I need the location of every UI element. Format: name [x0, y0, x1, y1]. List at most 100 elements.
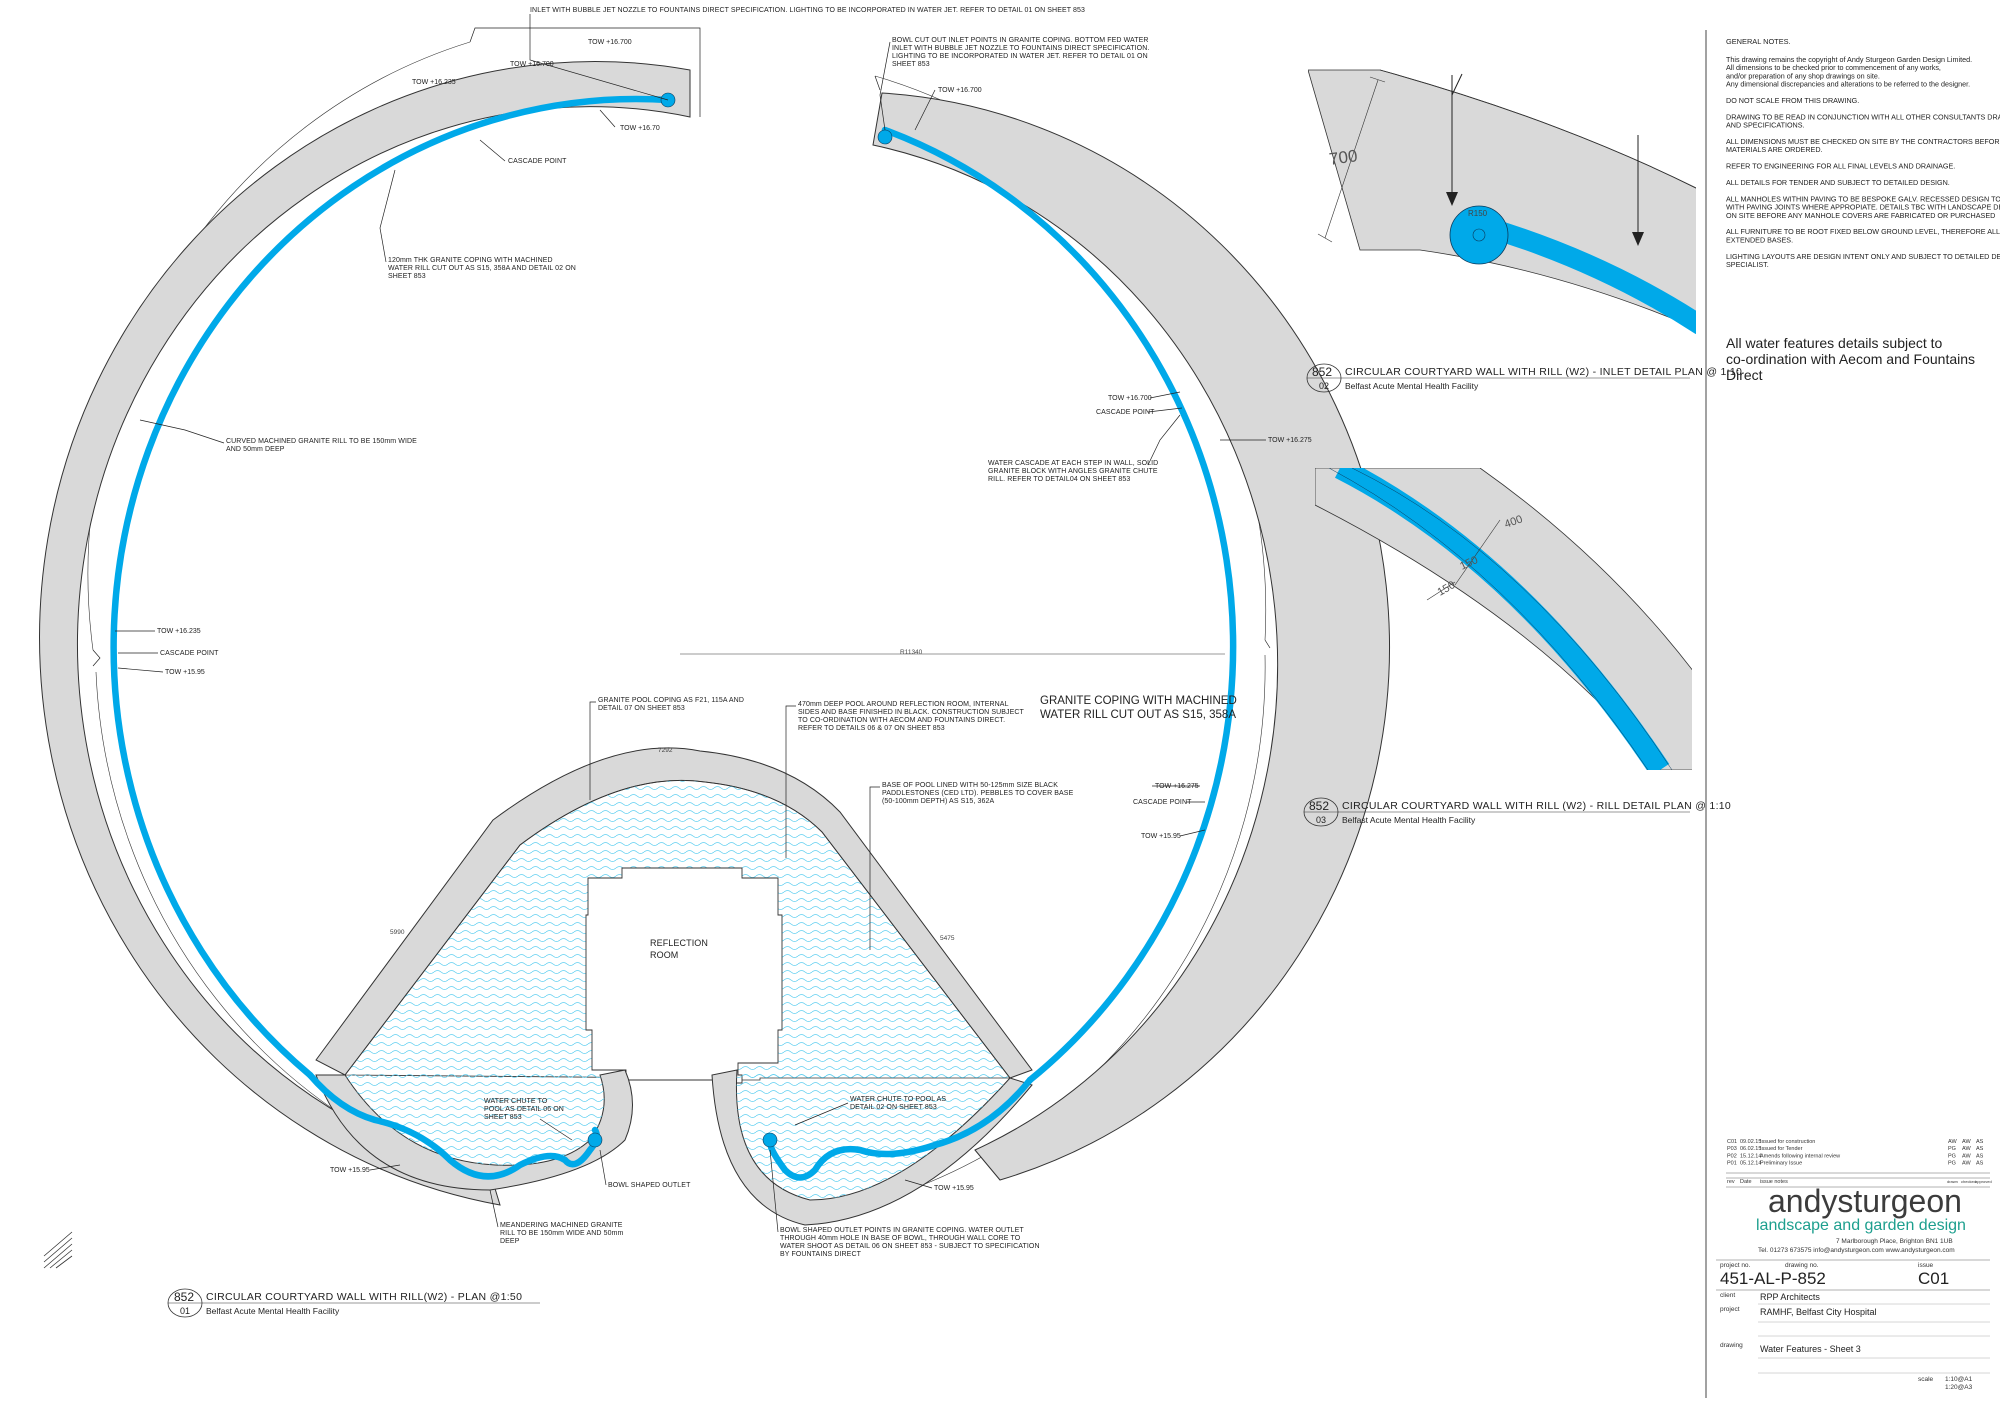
svg-text:SHEET 853: SHEET 853 — [388, 273, 426, 280]
svg-text:RILL. REFER TO DETAIL04 ON SHE: RILL. REFER TO DETAIL04 ON SHEET 853 — [988, 476, 1130, 483]
annotation-meander: MEANDERING MACHINED GRANITE RILL TO BE 1… — [489, 1189, 623, 1245]
revision-cell-rev: P02 — [1727, 1153, 1737, 1159]
svg-text:MEANDERING MACHINED GRANITE: MEANDERING MACHINED GRANITE — [500, 1222, 623, 1229]
svg-text:TO CO-ORDINATION WITH AECOM AN: TO CO-ORDINATION WITH AECOM AND FOUNTAIN… — [798, 717, 1005, 724]
svg-text:DEEP: DEEP — [500, 1238, 520, 1245]
annotation-granite-coping-large: GRANITE COPING WITH MACHINED WATER RILL … — [1040, 695, 1237, 721]
level-tow-1595-bottom-right: TOW +15.95 — [934, 1185, 974, 1192]
svg-text:BY FOUNTAINS DIRECT: BY FOUNTAINS DIRECT — [780, 1251, 862, 1258]
outlet-bowl-right — [762, 1132, 778, 1148]
svg-text:WATER CHUTE TO: WATER CHUTE TO — [484, 1098, 548, 1105]
annotation-top-right-inlet: BOWL CUT OUT INLET POINTS IN GRANITE COP… — [879, 37, 1149, 131]
general-note-line: ALL MANHOLES WITHIN PAVING TO BE BESPOKE… — [1726, 194, 2000, 203]
svg-text:WATER RILL CUT OUT AS S15, 358: WATER RILL CUT OUT AS S15, 358A — [1040, 709, 1236, 721]
svg-text:BASE OF POOL LINED WITH 50-125: BASE OF POOL LINED WITH 50-125mm SIZE BL… — [882, 782, 1058, 789]
general-note-line: AND SPECIFICATIONS. — [1726, 121, 1805, 130]
dim-r11340: R11340 — [900, 649, 923, 656]
rill-title-number: 852 — [1309, 799, 1329, 813]
plan-title-number: 852 — [174, 1290, 194, 1304]
svg-text:470mm DEEP POOL AROUND REFLECT: 470mm DEEP POOL AROUND REFLECTION ROOM, … — [798, 701, 1009, 708]
revision-cell-chk: AW — [1962, 1161, 1971, 1167]
dim-5990: 5990 — [390, 929, 405, 936]
level-tow-16235-top: TOW +16.235 — [412, 79, 456, 86]
revision-cell-rev: C01 — [1727, 1139, 1737, 1145]
plan-title-subtitle: Belfast Acute Mental Health Facility — [206, 1306, 340, 1316]
revision-cell-chk: AW — [1962, 1153, 1971, 1159]
rev-header-app: approved — [1975, 1179, 1992, 1184]
general-note-line: and/or preparation of any shop drawings … — [1726, 71, 1880, 80]
rill-detail-title: 852 03 CIRCULAR COURTYARD WALL WITH RILL… — [1303, 797, 1731, 827]
svg-text:LIGHTING TO BE INCORPORATED IN: LIGHTING TO BE INCORPORATED IN WATER JET… — [892, 53, 1148, 60]
general-notes: GENERAL NOTES. This drawing remains the … — [1726, 37, 2000, 269]
level-tow-1670: TOW +16.70 — [620, 125, 660, 132]
annotation-bowl-points: BOWL SHAPED OUTLET POINTS IN GRANITE COP… — [769, 1149, 1040, 1258]
revision-cell-notes: Issued for Tender — [1760, 1146, 1803, 1152]
dim-5475: 5475 — [940, 935, 955, 942]
annotation-coping-120: 120mm THK GRANITE COPING WITH MACHINED W… — [379, 169, 576, 280]
svg-text:SHEET 853: SHEET 853 — [484, 1114, 522, 1121]
revision-cell-chk: AW — [1962, 1146, 1971, 1152]
svg-text:CURVED MACHINED GRANITE RILL T: CURVED MACHINED GRANITE RILL TO BE 150mm… — [226, 438, 417, 445]
outlet-bowl-left — [587, 1132, 603, 1148]
inlet-bowl-right — [877, 129, 893, 145]
level-tow-16700-b: TOW +16.700 — [510, 61, 554, 68]
general-note-line: DRAWING TO BE READ IN CONJUNCTION WITH A… — [1726, 112, 2000, 121]
revision-cell-date: 06.02.15 — [1740, 1146, 1761, 1152]
svg-text:INLET WITH BUBBLE JET NOZZLE T: INLET WITH BUBBLE JET NOZZLE TO FOUNTAIN… — [530, 7, 1085, 14]
drawing-label: drawing — [1720, 1342, 1743, 1349]
svg-text:POOL AS DETAIL 06 ON: POOL AS DETAIL 06 ON — [484, 1106, 564, 1113]
dim-400: 400 — [1503, 513, 1524, 531]
company-contact: Tel. 01273 673575 info@andysturgeon.com … — [1758, 1247, 1955, 1254]
plan-title: 852 01 CIRCULAR COURTYARD WALL WITH RILL… — [167, 1288, 540, 1318]
rev-header-rev: rev — [1727, 1179, 1735, 1185]
statement-line-3: Direct — [1726, 367, 1763, 383]
annotation-cascade: WATER CASCADE AT EACH STEP IN WALL, SOLI… — [988, 414, 1181, 483]
revision-cell-app: AS — [1976, 1139, 1984, 1145]
statement-line-1: All water features details subject to — [1726, 335, 1943, 351]
rev-header-chk: checked — [1961, 1179, 1976, 1184]
inlet-bowl-detail — [1449, 205, 1509, 265]
level-tow-1595-lower-right: TOW +15.95 — [1141, 833, 1181, 840]
general-note-line: Any dimensional discrepancies and altera… — [1726, 80, 1970, 89]
revision-cell-date: 09.02.15 — [1740, 1139, 1761, 1145]
svg-text:WATER SHOOT AS DETAIL 06 ON SH: WATER SHOOT AS DETAIL 06 ON SHEET 853 - … — [780, 1243, 1040, 1250]
level-tow-16235-left: TOW +16.235 — [157, 628, 201, 635]
project-value: RAMHF, Belfast City Hospital — [1760, 1307, 1877, 1317]
svg-text:REFER TO DETAILS 06 & 07 ON SH: REFER TO DETAILS 06 & 07 ON SHEET 853 — [798, 725, 945, 732]
general-notes-lines: This drawing remains the copyright of An… — [1726, 55, 2000, 269]
plan-title-text: CIRCULAR COURTYARD WALL WITH RILL(W2) - … — [206, 1291, 522, 1303]
svg-text:INLET WITH BUBBLE JET NOZZLE T: INLET WITH BUBBLE JET NOZZLE TO FOUNTAIN… — [892, 45, 1149, 52]
dim-7292: 7292 — [658, 747, 673, 754]
inlet-detail: 700 R150 — [1308, 69, 1696, 335]
svg-text:WATER CHUTE TO POOL AS: WATER CHUTE TO POOL AS — [850, 1096, 946, 1103]
issue-label: issue — [1918, 1262, 1934, 1269]
svg-text:120mm THK GRANITE COPING WITH: 120mm THK GRANITE COPING WITH MACHINED — [388, 257, 553, 264]
rev-header-date: Date — [1740, 1179, 1752, 1185]
coordination-statement: All water features details subject to co… — [1726, 335, 1975, 383]
revision-cell-date: 15.12.14 — [1740, 1153, 1761, 1159]
project-no-label: project no. — [1720, 1262, 1751, 1269]
client-value: RPP Architects — [1760, 1292, 1820, 1302]
revision-cell-date: 05.12.14 — [1740, 1161, 1761, 1167]
water-rill — [110, 92, 1237, 1181]
general-note-line: ALL DIMENSIONS MUST BE CHECKED ON SITE B… — [1726, 137, 2000, 146]
annotation-chute-left: WATER CHUTE TO POOL AS DETAIL 06 ON SHEE… — [484, 1098, 573, 1141]
logo-tagline: landscape and garden design — [1756, 1217, 1966, 1234]
annotation-bowl-outlet: BOWL SHAPED OUTLET — [608, 1182, 691, 1189]
level-tow-16275-right: TOW +16.275 — [1268, 437, 1312, 444]
svg-text:PADDLESTONES (CED LTD). PEBBLE: PADDLESTONES (CED LTD). PEBBLES TO COVER… — [882, 790, 1074, 797]
svg-text:WATER RILL CUT OUT AS S15, 358: WATER RILL CUT OUT AS S15, 358A AND DETA… — [388, 265, 576, 272]
svg-text:SIDES AND BASE FINISHED IN BLA: SIDES AND BASE FINISHED IN BLACK. CONSTR… — [798, 709, 1025, 716]
dim-700: 700 — [1328, 146, 1359, 169]
annotation-curved-rill: CURVED MACHINED GRANITE RILL TO BE 150mm… — [139, 419, 417, 453]
revision-cell-by: PG — [1948, 1161, 1956, 1167]
rill-title-text: CIRCULAR COURTYARD WALL WITH RILL (W2) -… — [1342, 800, 1731, 812]
level-tow-16700-right: TOW +16.700 — [938, 87, 982, 94]
general-note-line: EXTENDED BASES. — [1726, 235, 1793, 244]
revision-cell-notes: Preliminary Issue — [1760, 1161, 1802, 1167]
revision-cell-notes: Amends following internal review — [1760, 1153, 1840, 1159]
cascade-point-top-left: CASCADE POINT — [508, 158, 567, 165]
